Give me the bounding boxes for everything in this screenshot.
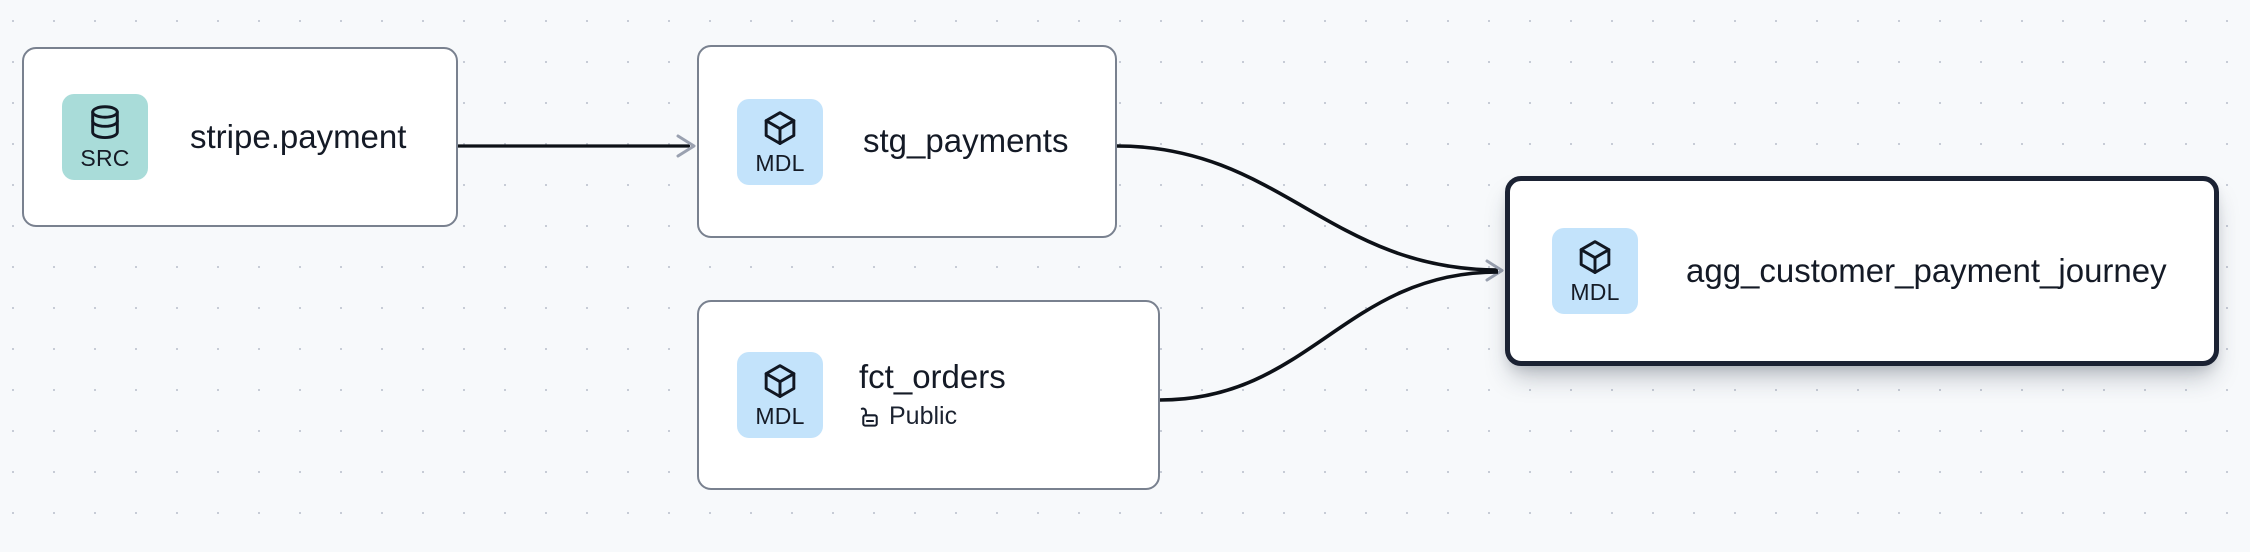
edge-stg-to-agg (1116, 144, 1504, 282)
lineage-node-stripe-payment[interactable]: SRC stripe.payment (22, 47, 458, 227)
lineage-node-fct-orders[interactable]: MDL fct_orders Public (697, 300, 1160, 490)
node-text: stg_payments (863, 122, 1069, 160)
source-badge: SRC (62, 94, 148, 180)
node-title: stripe.payment (190, 117, 407, 155)
cube-icon (1576, 238, 1614, 278)
model-badge: MDL (737, 98, 823, 185)
database-icon (86, 104, 124, 144)
model-badge: MDL (737, 352, 823, 438)
badge-label: MDL (1570, 279, 1620, 305)
badge-label: MDL (755, 149, 805, 176)
edge-fct-to-agg (1159, 270, 1499, 402)
unlock-icon (859, 405, 881, 429)
visibility-status: Public (859, 403, 1006, 431)
node-title: agg_customer_payment_journey (1686, 251, 2167, 289)
lineage-node-agg-customer-payment-journey[interactable]: MDL agg_customer_payment_journey (1505, 176, 2219, 366)
badge-label: MDL (755, 403, 805, 429)
node-text: stripe.payment (190, 117, 407, 156)
cube-icon (761, 109, 799, 149)
badge-label: SRC (80, 145, 130, 171)
cube-icon (761, 362, 799, 402)
node-title: stg_payments (863, 122, 1069, 160)
visibility-label: Public (889, 402, 958, 431)
lineage-node-stg-payments[interactable]: MDL stg_payments (697, 45, 1117, 238)
node-title: fct_orders (859, 358, 1006, 396)
edge-stripe-to-stg (458, 134, 696, 158)
node-text: fct_orders Public (859, 358, 1006, 431)
node-text: agg_customer_payment_journey (1686, 251, 2167, 290)
model-badge: MDL (1552, 228, 1638, 314)
